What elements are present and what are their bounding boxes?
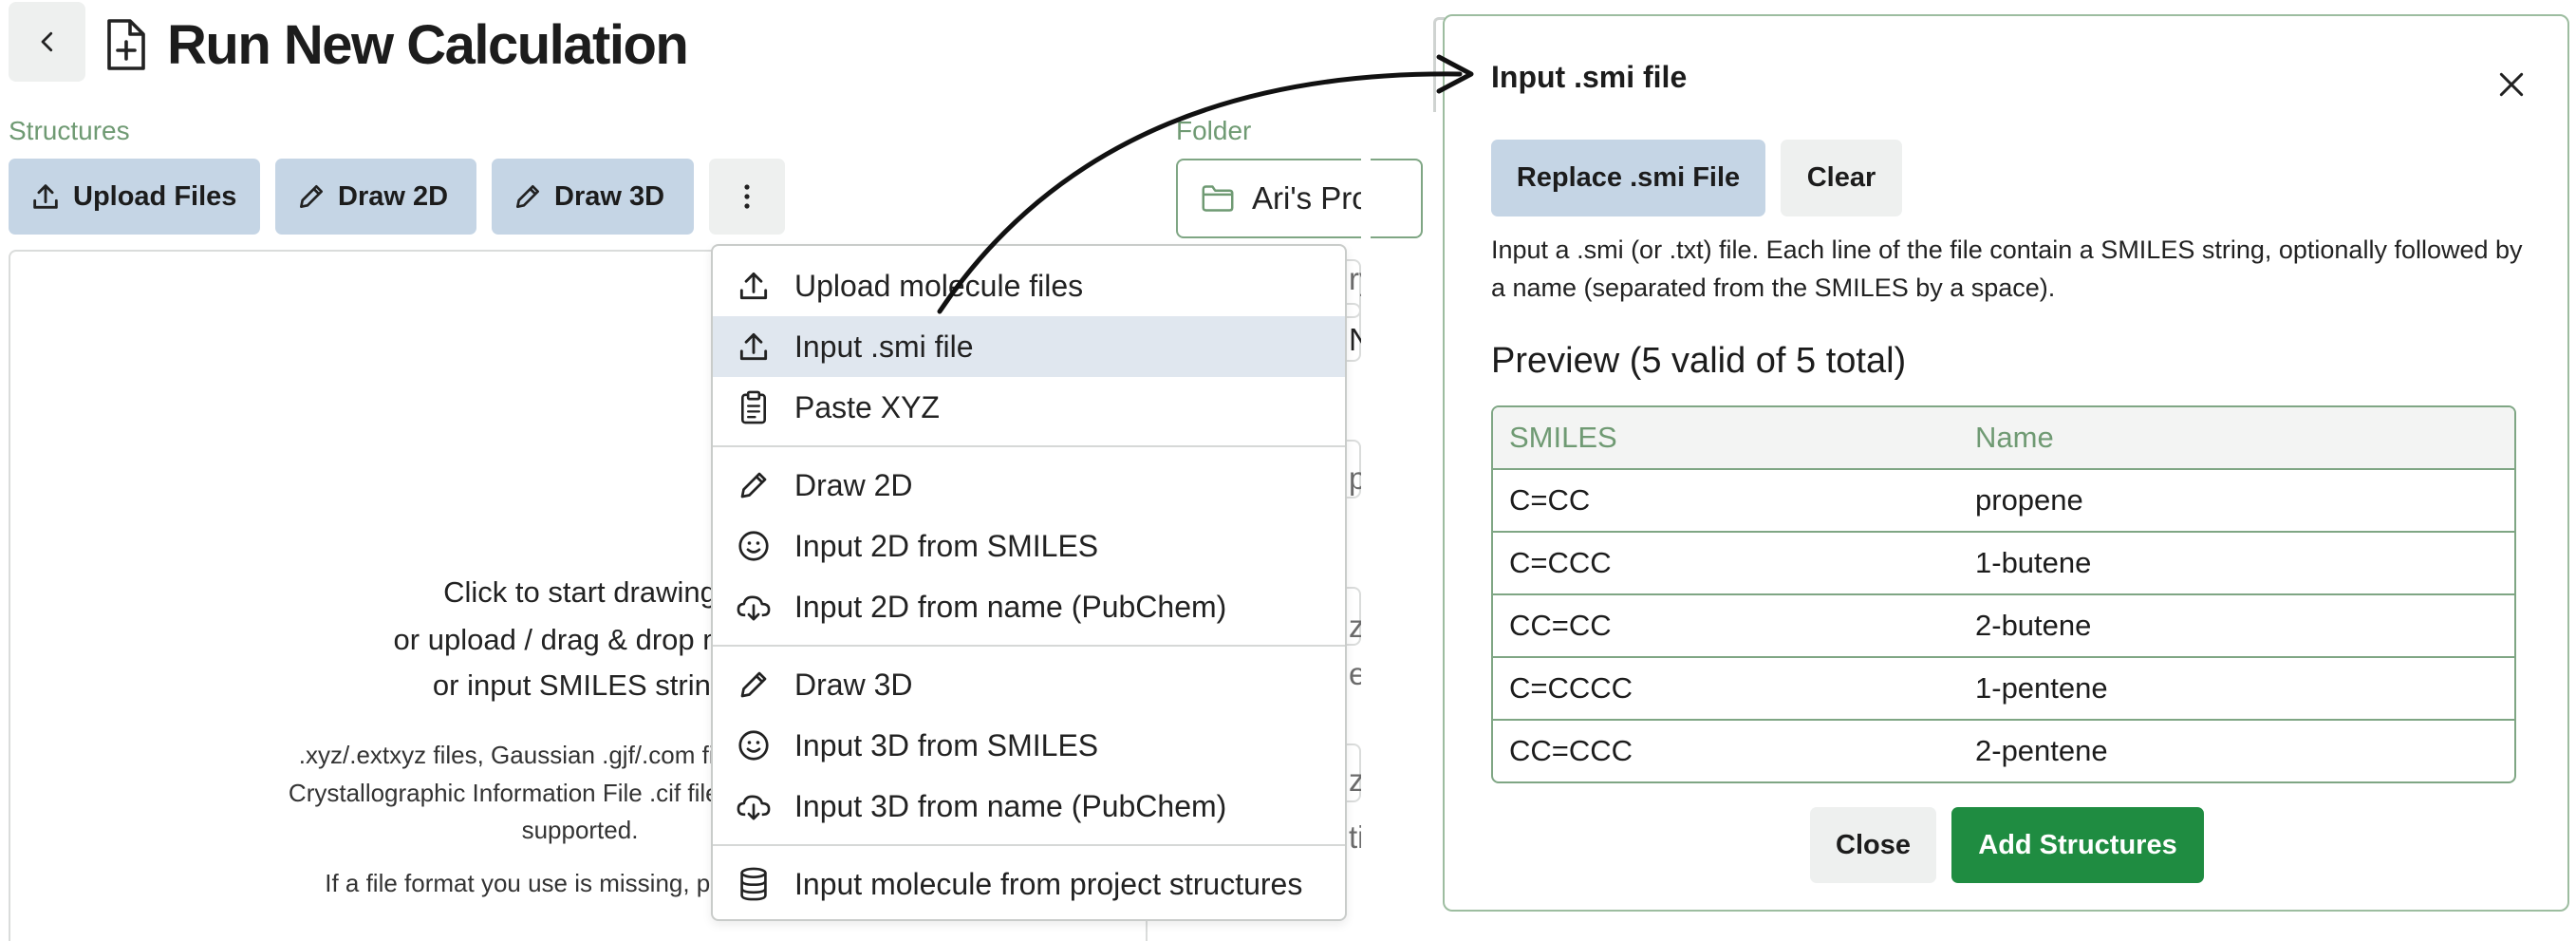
option-label-fragment: e xyxy=(1349,656,1361,691)
smiles-cell: C=CCC xyxy=(1509,546,1612,579)
replace-smi-file-button[interactable]: Replace .smi File xyxy=(1491,140,1765,216)
draw-3d-label: Draw 3D xyxy=(554,180,665,212)
menu-divider xyxy=(713,645,1345,647)
option-label-fragment: ry xyxy=(1349,261,1361,296)
option-label-fragment: ze xyxy=(1349,609,1361,644)
database-icon xyxy=(734,864,774,904)
table-row: C=CCC 1-butene xyxy=(1493,531,2514,593)
name-cell: 2-pentene xyxy=(1975,734,2108,767)
drop-instruction-3: or input SMILES string xyxy=(432,668,728,702)
close-icon[interactable] xyxy=(2489,62,2534,107)
menu-item-label: Input 2D from SMILES xyxy=(794,528,1099,563)
structure-input-menu: Upload molecule files Input .smi file Pa… xyxy=(711,244,1347,921)
menu-item-draw-3d[interactable]: Draw 3D xyxy=(713,654,1345,715)
upload-icon xyxy=(33,184,58,209)
smiley-icon xyxy=(734,526,774,566)
more-options-button[interactable] xyxy=(709,159,785,235)
menu-item-input-3d-smiles[interactable]: Input 3D from SMILES xyxy=(713,715,1345,776)
menu-item-label: Draw 3D xyxy=(794,667,913,702)
menu-item-label: Upload molecule files xyxy=(794,268,1084,303)
back-button[interactable] xyxy=(9,2,85,82)
smiles-cell: CC=CCC xyxy=(1509,734,1633,767)
folder-label: Folder xyxy=(1176,116,1252,145)
preview-title: Preview (5 valid of 5 total) xyxy=(1491,341,1907,381)
name-cell: 1-pentene xyxy=(1975,671,2108,705)
option-label-fragment: ze xyxy=(1349,762,1361,798)
more-vertical-icon xyxy=(744,184,750,209)
menu-item-input-2d-pubchem[interactable]: Input 2D from name (PubChem) xyxy=(713,576,1345,637)
option-label-fragment: p xyxy=(1349,461,1361,496)
modal-title: Input .smi file xyxy=(1491,60,1688,94)
pencil-icon xyxy=(734,465,774,505)
menu-divider xyxy=(713,844,1345,846)
table-row: CC=CCC 2-pentene xyxy=(1493,719,2514,781)
menu-item-input-3d-pubchem[interactable]: Input 3D from name (PubChem) xyxy=(713,776,1345,837)
upload-icon xyxy=(734,327,774,367)
supported-formats-3: supported. xyxy=(521,816,639,844)
menu-item-label: Input molecule from project structures xyxy=(794,866,1303,901)
folder-icon xyxy=(1202,185,1234,212)
column-header-smiles: SMILES xyxy=(1509,421,1617,454)
upload-icon xyxy=(734,266,774,306)
pencil-icon xyxy=(516,185,539,208)
page-title: Run New Calculation xyxy=(167,14,689,76)
pencil-icon xyxy=(734,665,774,705)
table-row: C=CC propene xyxy=(1493,468,2514,531)
menu-item-label: Input 2D from name (PubChem) xyxy=(794,589,1227,624)
modal-description: Input a .smi (or .txt) file. Each line o… xyxy=(1491,235,2523,302)
clipboard-icon xyxy=(734,387,774,427)
menu-item-label: Input .smi file xyxy=(794,329,974,364)
menu-item-label: Paste XYZ xyxy=(794,389,940,424)
draw-3d-button[interactable]: Draw 3D xyxy=(492,159,694,235)
drop-instruction-2: or upload / drag & drop mole xyxy=(393,623,767,656)
menu-item-draw-2d[interactable]: Draw 2D xyxy=(713,455,1345,516)
modal-backdrop-edge xyxy=(1433,17,1445,112)
page-edge xyxy=(1361,0,1371,941)
table-row: C=CCCC 1-pentene xyxy=(1493,656,2514,719)
chevron-left-icon xyxy=(41,31,52,52)
add-structures-button[interactable]: Add Structures xyxy=(1951,807,2204,883)
menu-item-label: Draw 2D xyxy=(794,467,913,502)
menu-item-paste-xyz[interactable]: Paste XYZ xyxy=(713,377,1345,438)
table-header-row: SMILES Name xyxy=(1493,407,2514,468)
folder-value: Ari's Pro xyxy=(1252,180,1370,216)
menu-divider xyxy=(713,445,1345,447)
menu-item-upload-molecule-files[interactable]: Upload molecule files xyxy=(713,255,1345,316)
smiles-cell: C=CCCC xyxy=(1509,671,1633,705)
menu-item-label: Input 3D from SMILES xyxy=(794,727,1099,762)
option-label-fragment: ti xyxy=(1349,819,1361,855)
table-row: CC=CC 2-butene xyxy=(1493,593,2514,656)
smiles-cell: C=CC xyxy=(1509,483,1591,517)
name-cell: 2-butene xyxy=(1975,609,2092,642)
menu-item-input-smi-file[interactable]: Input .smi file xyxy=(713,316,1345,377)
cloud-download-icon xyxy=(734,786,774,826)
name-cell: 1-butene xyxy=(1975,546,2092,579)
cloud-download-icon xyxy=(734,587,774,627)
drop-instruction-1: Click to start drawing xyxy=(443,575,717,609)
option-value-fragment: N xyxy=(1349,322,1361,357)
close-button[interactable]: Close xyxy=(1810,807,1936,883)
smiles-cell: CC=CC xyxy=(1509,609,1612,642)
input-smi-modal: Input .smi file Replace .smi File Clear … xyxy=(1443,14,2569,912)
upload-files-button[interactable]: Upload Files xyxy=(9,159,260,235)
menu-item-label: Input 3D from name (PubChem) xyxy=(794,788,1227,823)
upload-files-label: Upload Files xyxy=(73,180,237,212)
smiley-icon xyxy=(734,725,774,765)
folder-select[interactable]: Ari's Pro xyxy=(1176,159,1423,238)
name-cell: propene xyxy=(1975,483,2083,517)
file-plus-icon xyxy=(103,17,149,72)
column-header-name: Name xyxy=(1975,421,2054,454)
menu-item-project-structures[interactable]: Input molecule from project structures xyxy=(713,854,1345,914)
draw-2d-label: Draw 2D xyxy=(338,180,449,212)
structures-label: Structures xyxy=(9,116,130,145)
pencil-icon xyxy=(300,185,323,208)
menu-item-input-2d-smiles[interactable]: Input 2D from SMILES xyxy=(713,516,1345,576)
draw-2d-button[interactable]: Draw 2D xyxy=(275,159,476,235)
clear-button[interactable]: Clear xyxy=(1781,140,1902,216)
preview-table: SMILES Name C=CC propene C=CCC 1-butene … xyxy=(1491,405,2516,783)
